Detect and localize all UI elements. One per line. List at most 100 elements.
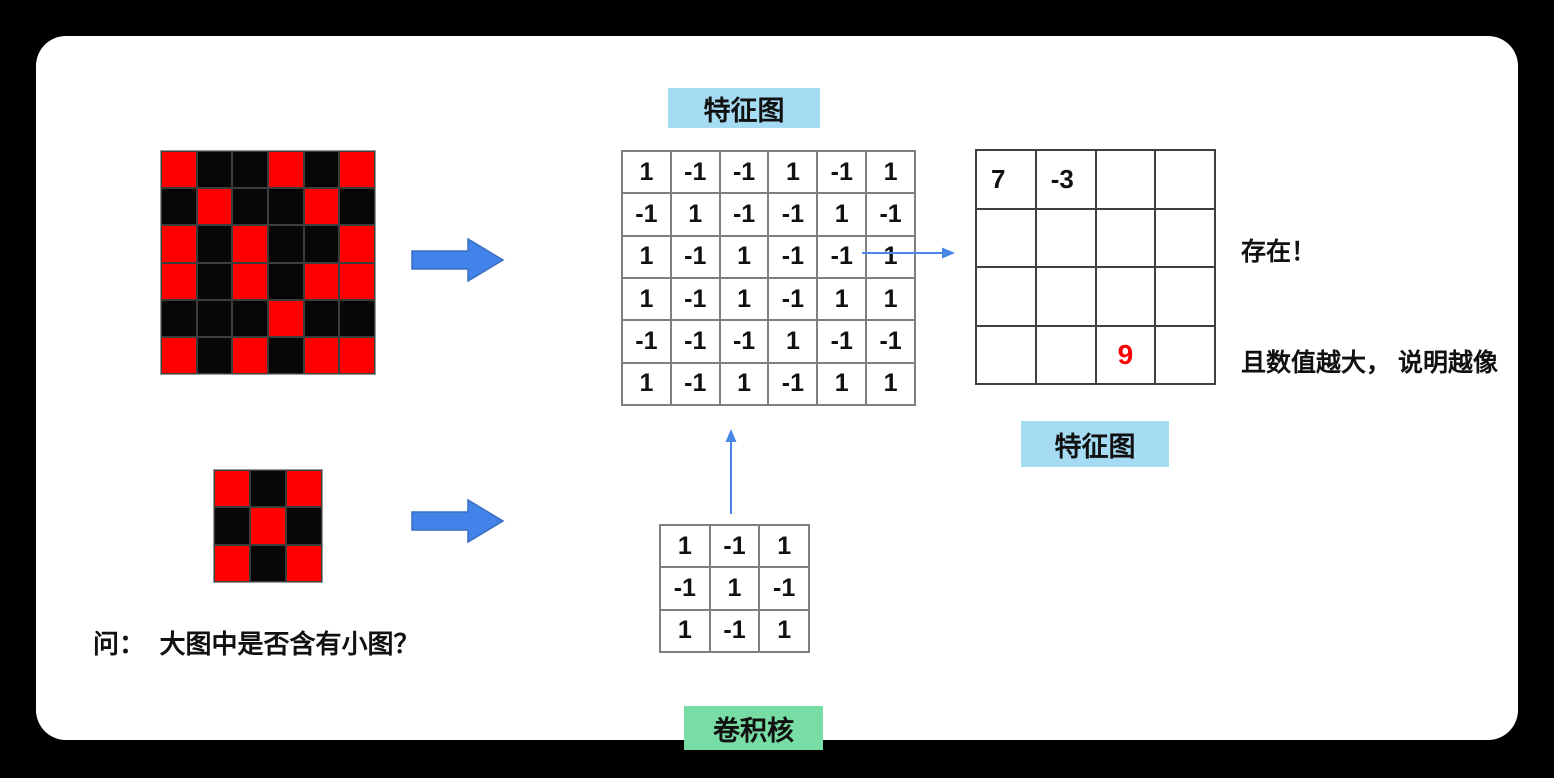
matrix-cell: 7 (976, 150, 1036, 209)
matrix-cell (976, 325, 1036, 384)
small-image-arrow-icon (411, 497, 505, 545)
big-pixel-image (160, 150, 376, 375)
matrix-cell: 1 (866, 277, 915, 321)
matrix-cell (1155, 208, 1215, 267)
pixel-cell (196, 188, 233, 226)
kernel-to-feature-arrow-icon (724, 428, 738, 516)
small-pixel-image (213, 469, 323, 583)
pixel-cell (214, 544, 250, 582)
feature-map-top-label: 特征图 (668, 88, 820, 128)
big-image-arrow-icon (411, 236, 505, 284)
pixel-cell (268, 151, 304, 189)
matrix-cell: 1 (817, 193, 867, 236)
matrix-cell: 1 (759, 525, 809, 568)
matrix-cell (1095, 208, 1156, 267)
matrix-cell: -1 (719, 193, 769, 236)
pixel-cell (250, 544, 286, 582)
matrix-cell: -1 (670, 320, 720, 363)
matrix-cell: 1 (670, 193, 720, 236)
pixel-cell (161, 188, 197, 226)
matrix-cell: 1 (719, 235, 769, 278)
matrix-cell: -1 (719, 151, 769, 194)
matrix-cell: 1 (622, 151, 671, 194)
kernel-label: 卷积核 (684, 706, 823, 750)
feature-map-right-label: 特征图 (1021, 421, 1169, 467)
matrix-cell: 1 (622, 362, 671, 405)
pixel-cell (214, 507, 250, 545)
matrix-cell (976, 208, 1036, 267)
matrix-cell: -1 (709, 609, 760, 652)
matrix-cell: -1 (817, 151, 867, 194)
pixel-cell (161, 262, 197, 300)
matrix-cell: 1 (866, 362, 915, 405)
matrix-cell: -1 (670, 362, 720, 405)
matrix-cell: 1 (622, 277, 671, 321)
matrix-cell: -1 (670, 235, 720, 278)
matrix-cell: 1 (866, 151, 915, 194)
matrix-cell: -1 (759, 567, 809, 610)
result-line2: 且数值越大， 说明越像 (1241, 349, 1498, 377)
matrix-cell: 1 (768, 151, 818, 194)
matrix-cell (976, 267, 1036, 326)
matrix-cell: -1 (768, 277, 818, 321)
matrix-cell: 1 (817, 277, 867, 321)
matrix-cell (1155, 150, 1215, 209)
matrix-cell (1095, 267, 1156, 326)
pixel-cell (232, 299, 268, 337)
pixel-cell (161, 299, 197, 337)
matrix-cell: -1 (709, 525, 760, 568)
pixel-cell (303, 299, 340, 337)
matrix-cell: -1 (866, 193, 915, 236)
pixel-cell (250, 507, 286, 545)
matrix-cell (1035, 208, 1096, 267)
matrix-cell: 1 (817, 362, 867, 405)
pixel-cell (161, 336, 197, 374)
matrix-cell: -1 (719, 320, 769, 363)
matrix-cell (1155, 325, 1215, 384)
matrix-cell: -3 (1035, 150, 1096, 209)
pixel-cell (339, 225, 375, 263)
matrix-cell: 1 (719, 277, 769, 321)
matrix-cell: 1 (768, 320, 818, 363)
result-annotation: 存在！ 且数值越大， 说明越像 (1241, 160, 1498, 456)
pixel-cell (303, 151, 340, 189)
matrix-cell (1155, 267, 1215, 326)
pixel-cell (268, 299, 304, 337)
pixel-cell (196, 225, 233, 263)
matrix-cell (1035, 325, 1096, 384)
matrix-cell: -1 (660, 567, 710, 610)
pixel-cell (286, 470, 322, 508)
matrix-cell (1035, 267, 1096, 326)
pixel-cell (339, 262, 375, 300)
matrix-cell: 1 (660, 525, 710, 568)
pixel-cell (161, 225, 197, 263)
pixel-cell (339, 151, 375, 189)
matrix-cell: 1 (622, 235, 671, 278)
pixel-cell (268, 225, 304, 263)
pixel-cell (286, 544, 322, 582)
pixel-cell (232, 225, 268, 263)
matrix-cell: -1 (670, 151, 720, 194)
matrix-cell: -1 (622, 193, 671, 236)
matrix-cell: -1 (817, 235, 867, 278)
pixel-cell (232, 262, 268, 300)
pixel-cell (303, 262, 340, 300)
matrix-cell: 1 (719, 362, 769, 405)
matrix-cell: -1 (817, 320, 867, 363)
matrix-cell: 1 (759, 609, 809, 652)
pixel-cell (268, 188, 304, 226)
matrix-cell: -1 (622, 320, 671, 363)
matrix-cell: -1 (768, 362, 818, 405)
pixel-cell (161, 151, 197, 189)
pixel-cell (303, 336, 340, 374)
pixel-cell (303, 225, 340, 263)
matrix-cell: -1 (768, 235, 818, 278)
pixel-cell (214, 470, 250, 508)
result-line1: 存在！ (1241, 238, 1317, 266)
pixel-cell (303, 188, 340, 226)
feature-to-output-arrow-icon (862, 246, 958, 260)
pixel-cell (196, 262, 233, 300)
